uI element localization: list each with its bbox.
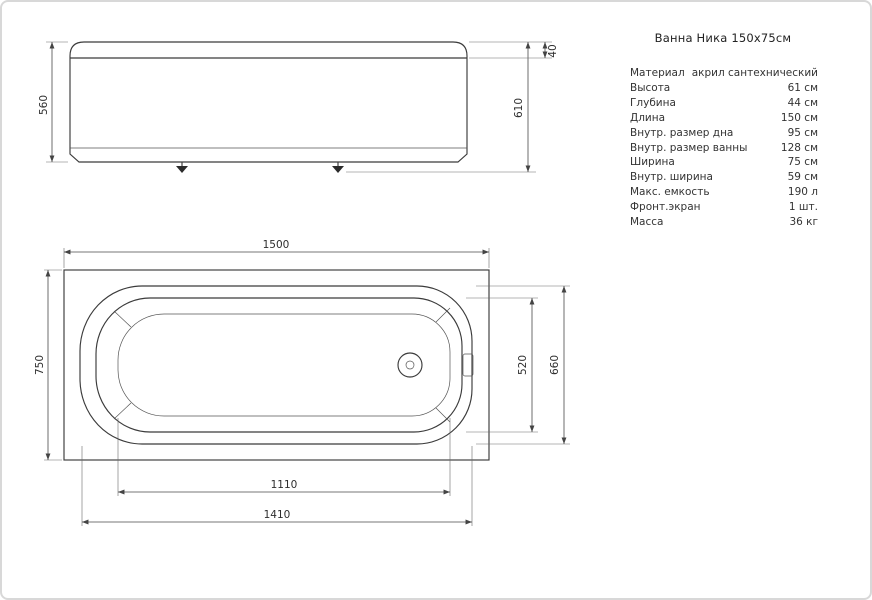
dimension-label-bottom-length: 1110 — [271, 479, 298, 491]
spec-label: Материал — [630, 67, 685, 79]
dimension-label-total-height: 610 — [513, 98, 525, 118]
spec-label: Длина — [630, 111, 666, 124]
spec-value: акрил сантехнический — [691, 67, 818, 79]
spec-table: Материал акрил сантехнический Высота 61 … — [630, 66, 818, 230]
spec-value: 150 см — [780, 111, 818, 124]
spec-row-width: Ширина 75 см — [630, 155, 818, 170]
elevation-dim-610: 610 — [346, 41, 552, 173]
spec-row-length: Длина 150 см — [630, 111, 818, 126]
spec-row-material: Материал акрил сантехнический — [630, 66, 818, 81]
spec-value: 95 см — [787, 126, 818, 139]
plan-view: 1500 750 520 660 — [34, 239, 570, 526]
plan-outer-rect — [63, 269, 490, 461]
overflow-fitting — [462, 353, 474, 377]
plan-corner-lines — [113, 307, 451, 423]
spec-row-inner-size: Внутр. размер ванны 128 см — [630, 141, 818, 156]
elevation-panel-outline — [69, 41, 468, 163]
dimension-label-width: 750 — [34, 355, 46, 375]
spec-value: 59 см — [787, 171, 818, 184]
dimension-label-rim-height: 40 — [547, 44, 559, 57]
elevation-view: 560 610 40 — [38, 41, 559, 173]
spec-value: 36 кг — [789, 216, 818, 229]
spec-label: Фронт.экран — [630, 201, 701, 214]
spec-row-mass: Масса 36 кг — [630, 215, 818, 230]
dimension-label-length: 1500 — [263, 239, 290, 251]
dimension-label-panel-height: 560 — [38, 95, 50, 115]
spec-value: 190 л — [787, 186, 818, 199]
spec-row-height: Высота 61 см — [630, 81, 818, 96]
drain-icon — [397, 352, 423, 378]
spec-label: Внутр. ширина — [630, 171, 713, 184]
spec-value: 61 см — [787, 81, 818, 94]
drawing-title: Ванна Ника 150х75см — [654, 31, 792, 45]
plan-dim-1410: 1410 — [81, 446, 473, 526]
elevation-feet — [176, 162, 344, 173]
plan-dim-660: 660 — [476, 285, 570, 445]
dimension-label-inner-width: 520 — [517, 355, 529, 375]
spec-row-capacity: Макс. емкость 190 л — [630, 185, 818, 200]
elevation-dim-40: 40 — [469, 42, 559, 59]
elevation-dim-560: 560 — [38, 41, 68, 163]
spec-label: Высота — [630, 81, 671, 94]
spec-label: Внутр. размер ванны — [630, 141, 748, 154]
spec-label: Внутр. размер дна — [630, 126, 734, 139]
plan-dim-1110: 1110 — [117, 418, 451, 496]
plan-rim-outer — [79, 285, 473, 445]
spec-label: Ширина — [630, 156, 675, 169]
spec-label: Глубина — [630, 96, 676, 109]
spec-value: 128 см — [780, 141, 818, 154]
plan-rim-inner — [95, 297, 463, 433]
plan-tub-bottom — [117, 313, 451, 417]
spec-row-depth: Глубина 44 см — [630, 96, 818, 111]
spec-row-inner-width: Внутр. ширина 59 см — [630, 170, 818, 185]
spec-value: 75 см — [787, 156, 818, 169]
plan-dim-520: 520 — [466, 297, 538, 433]
dimension-label-rim-length: 1410 — [264, 509, 291, 521]
spec-value: 44 см — [787, 96, 818, 109]
plan-dim-750: 750 — [34, 269, 62, 461]
spec-row-inner-bottom: Внутр. размер дна 95 см — [630, 126, 818, 141]
spec-row-front-panel: Фронт.экран 1 шт. — [630, 200, 818, 215]
spec-value: 1 шт. — [788, 201, 818, 214]
dimension-label-outer-right-width: 660 — [549, 355, 561, 375]
spec-label: Макс. емкость — [630, 186, 710, 199]
spec-label: Масса — [630, 216, 664, 229]
plan-dim-1500: 1500 — [63, 239, 490, 268]
